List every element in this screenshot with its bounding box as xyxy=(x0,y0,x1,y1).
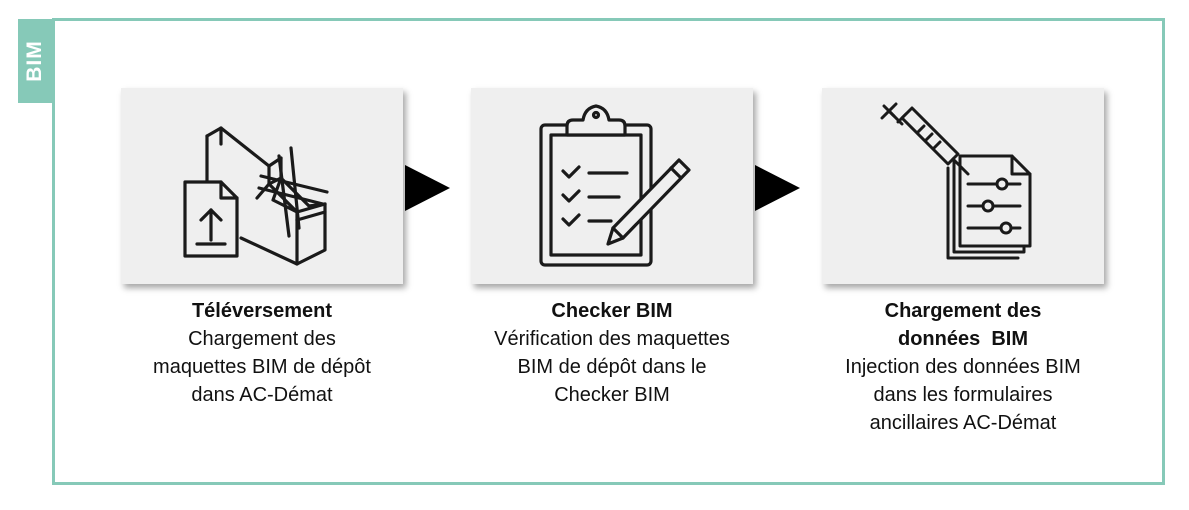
step-description-line: BIM de dépôt dans le xyxy=(517,356,707,378)
step-description-line: ancillaires AC-Démat xyxy=(869,412,1057,434)
clipboard-checklist-pencil-icon xyxy=(539,104,691,267)
step-title: Checker BIM xyxy=(551,300,673,322)
step-card-injection xyxy=(822,88,1104,284)
category-tag-label: BIM xyxy=(23,40,46,82)
step-description-line: Vérification des maquettes xyxy=(494,328,730,350)
step-description-line: dans AC-Démat xyxy=(191,384,333,406)
arrow-right-icon xyxy=(755,165,801,216)
step-caption-checker: Checker BIM Vérification des maquettes B… xyxy=(463,297,761,409)
step-description-line: Chargement des xyxy=(188,328,336,350)
step-caption-upload: Téléversement Chargement des maquettes B… xyxy=(121,297,403,409)
step-description-line: dans les formulaires xyxy=(873,384,1053,406)
syringe-forms-icon xyxy=(880,102,1032,260)
step-caption-injection: Chargement des données BIM Injection des… xyxy=(814,297,1112,437)
step-description-line: maquettes BIM de dépôt xyxy=(153,356,371,378)
step-card-upload xyxy=(121,88,403,284)
step-card-checker xyxy=(471,88,753,284)
step-description-line: Injection des données BIM xyxy=(845,356,1081,378)
bim-model-upload-icon xyxy=(183,126,329,266)
step-title: Téléversement xyxy=(191,300,333,322)
step-title: données BIM xyxy=(897,328,1028,350)
step-title: Chargement des xyxy=(884,300,1042,322)
step-description-line: Checker BIM xyxy=(554,384,670,406)
category-tag: BIM xyxy=(18,19,52,103)
arrow-right-icon xyxy=(405,165,451,216)
